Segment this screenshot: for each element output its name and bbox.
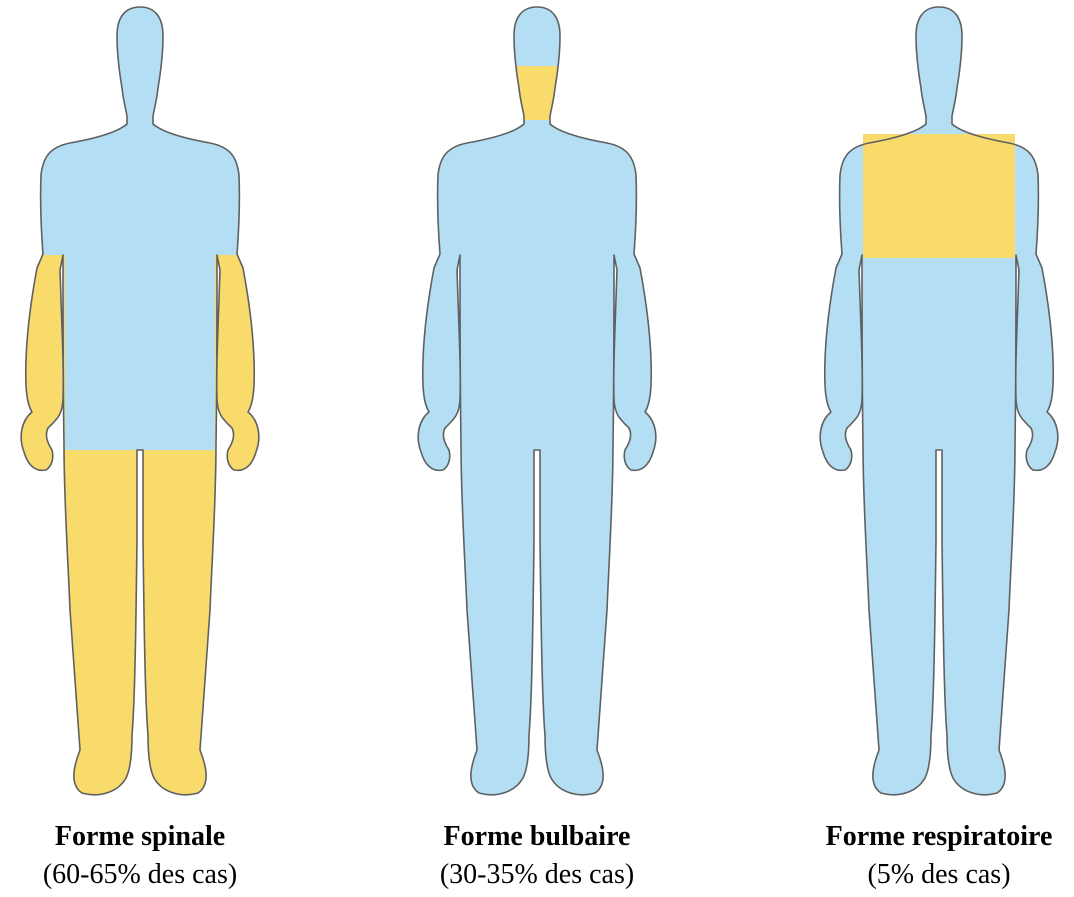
caption-respiratory: Forme respiratoire (5% des cas) (769, 818, 1074, 894)
caption-title: Forme respiratoire (769, 818, 1074, 856)
caption-subtitle: (30-35% des cas) (367, 856, 707, 894)
affected-region-chest (863, 134, 1015, 258)
caption-bulbar: Forme bulbaire (30-35% des cas) (367, 818, 707, 894)
caption-subtitle: (5% des cas) (769, 856, 1074, 894)
figure-respiratory (820, 7, 1058, 795)
caption-title: Forme bulbaire (367, 818, 707, 856)
caption-title: Forme spinale (0, 818, 310, 856)
caption-subtitle: (60-65% des cas) (0, 856, 310, 894)
figure-bulbar (418, 7, 656, 795)
figure-spinal (10, 7, 270, 810)
affected-region-neck (497, 66, 577, 120)
caption-spinal: Forme spinale (60-65% des cas) (0, 818, 310, 894)
